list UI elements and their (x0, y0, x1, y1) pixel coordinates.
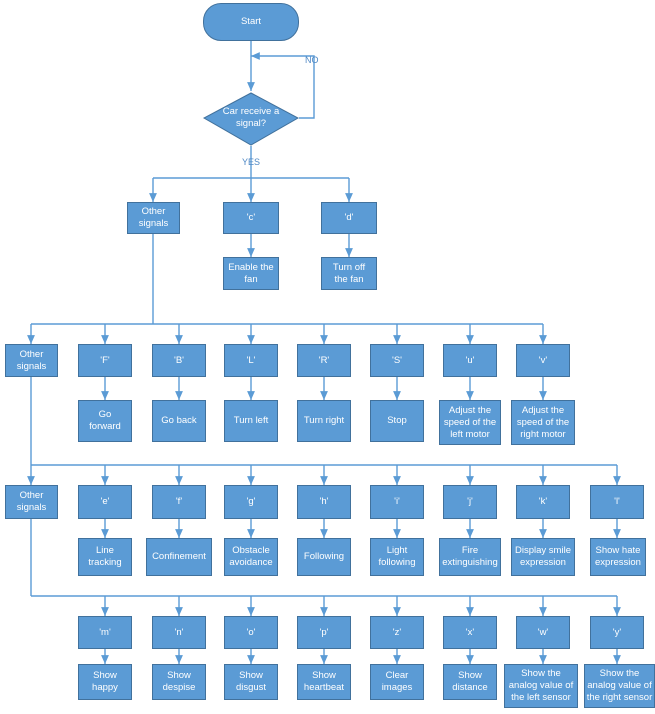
show-distance-node: Show distance (443, 664, 497, 700)
cmd-m-node: 'm' (78, 616, 132, 649)
decision-diamond (202, 92, 300, 146)
fire-extinguishing-node: Fire extinguishing (439, 538, 501, 576)
stop-node: Stop (370, 400, 424, 442)
show-left-sensor-node: Show the analog value of the left sensor (504, 664, 578, 708)
show-heartbeat-node: Show heartbeat (297, 664, 351, 700)
cmd-k-node: 'k' (516, 485, 570, 519)
cmd-g-node: 'g' (224, 485, 278, 519)
cmd-B-node: 'B' (152, 344, 206, 377)
display-smile-node: Display smile expression (511, 538, 575, 576)
show-disgust-node: Show disgust (224, 664, 278, 700)
cmd-L-node: 'L' (224, 344, 278, 377)
no-label: NO (305, 55, 319, 65)
cmd-x-node: 'x' (443, 616, 497, 649)
go-back-node: Go back (152, 400, 206, 442)
start-node: Start (203, 3, 299, 41)
turn-right-node: Turn right (297, 400, 351, 442)
cmd-j-node: 'j' (443, 485, 497, 519)
cmd-o-node: 'o' (224, 616, 278, 649)
cmd-p-node: 'p' (297, 616, 351, 649)
go-forward-node: Go forward (78, 400, 132, 442)
adjust-right-motor-node: Adjust the speed of the right motor (511, 400, 575, 445)
cmd-F-node: 'F' (78, 344, 132, 377)
confinement-node: Confinement (146, 538, 212, 576)
yes-label: YES (242, 157, 261, 167)
line-tracking-node: Line tracking (78, 538, 132, 576)
cmd-y-node: 'y' (590, 616, 644, 649)
clear-images-node: Clear images (370, 664, 424, 700)
cmd-f-node: 'f' (152, 485, 206, 519)
turn-left-node: Turn left (224, 400, 278, 442)
enable-fan-node: Enable the fan (223, 257, 279, 290)
other-signals-node-2: Other signals (5, 344, 58, 377)
cmd-l-node: 'l' (590, 485, 644, 519)
light-following-node: Light following (370, 538, 424, 576)
cmd-S-node: 'S' (370, 344, 424, 377)
cmd-w-node: 'w' (516, 616, 570, 649)
following-node: Following (297, 538, 351, 576)
cmd-v-node: 'v' (516, 344, 570, 377)
cmd-z-node: 'z' (370, 616, 424, 649)
cmd-c-node: 'c' (223, 202, 279, 234)
cmd-n-node: 'n' (152, 616, 206, 649)
show-right-sensor-node: Show the analog value of the right senso… (584, 664, 655, 708)
cmd-i-node: 'i' (370, 485, 424, 519)
show-despise-node: Show despise (152, 664, 206, 700)
cmd-d-node: 'd' (321, 202, 377, 234)
cmd-R-node: 'R' (297, 344, 351, 377)
cmd-e-node: 'e' (78, 485, 132, 519)
obstacle-avoidance-node: Obstacle avoidance (224, 538, 278, 576)
cmd-u-node: 'u' (443, 344, 497, 377)
cmd-h-node: 'h' (297, 485, 351, 519)
other-signals-node-3: Other signals (5, 485, 58, 519)
decision-label: Car receive a signal? (222, 106, 280, 129)
turn-off-fan-node: Turn off the fan (321, 257, 377, 290)
show-happy-node: Show happy (78, 664, 132, 700)
adjust-left-motor-node: Adjust the speed of the left motor (439, 400, 501, 445)
other-signals-node-1: Other signals (127, 202, 180, 234)
show-hate-node: Show hate expression (590, 538, 646, 576)
